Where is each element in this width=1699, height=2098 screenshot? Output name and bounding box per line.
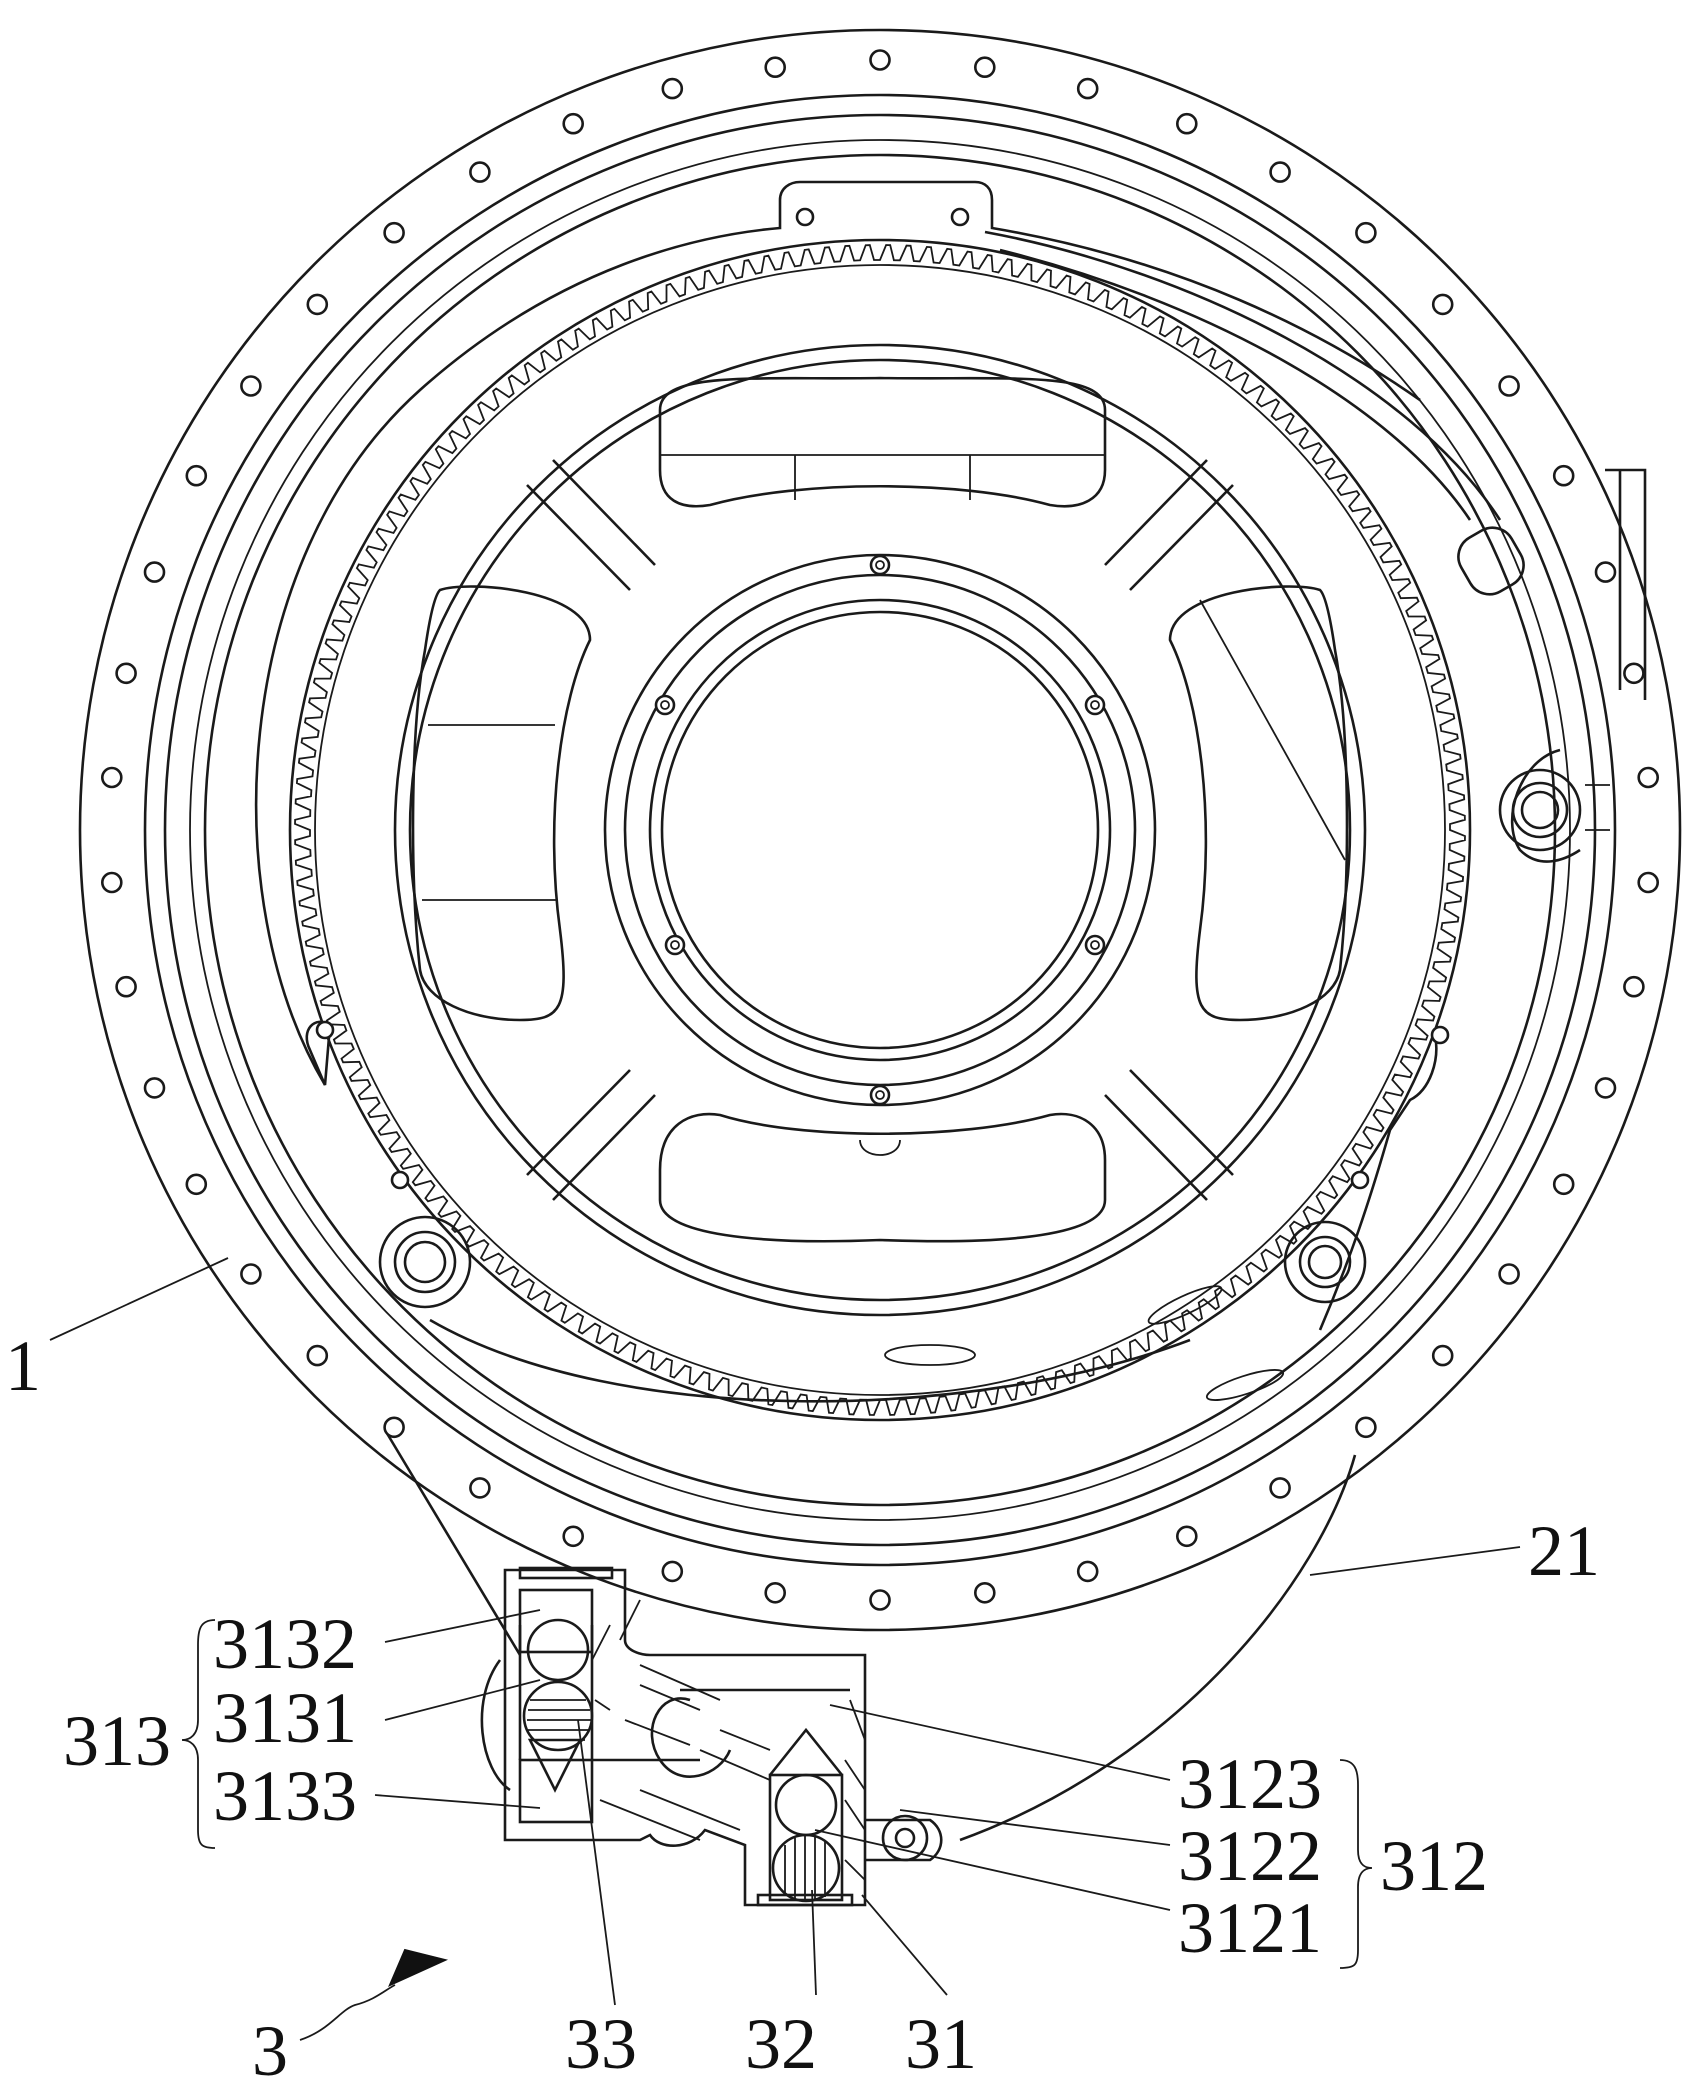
carrier-plate bbox=[254, 180, 1581, 1403]
bolt-hole bbox=[1498, 1263, 1520, 1285]
hub-spider bbox=[393, 343, 1367, 1317]
bolt-hole bbox=[1637, 766, 1659, 789]
label-3121: 3121 bbox=[1178, 1888, 1322, 1968]
bolt-hole bbox=[1269, 1477, 1291, 1499]
label-21: 21 bbox=[1528, 1511, 1600, 1591]
bolt-hole bbox=[306, 1344, 329, 1367]
label-32: 32 bbox=[745, 2004, 817, 2084]
mounting-bosses bbox=[378, 768, 1582, 1309]
bolt-hole bbox=[469, 161, 491, 183]
label-3122: 3122 bbox=[1178, 1816, 1322, 1896]
bolt-hole bbox=[383, 1416, 405, 1439]
bolt-hole bbox=[1594, 561, 1617, 583]
bolt-hole bbox=[869, 49, 891, 71]
bolt-hole bbox=[1176, 112, 1198, 135]
bolt-hole bbox=[1594, 1077, 1617, 1099]
gear-marks bbox=[884, 1285, 1285, 1401]
side-bracket bbox=[1585, 468, 1647, 831]
bolt-hole bbox=[1355, 1416, 1377, 1439]
hatched-ball-32 bbox=[784, 1836, 826, 1900]
bolt-hole bbox=[185, 1173, 208, 1196]
bolt-hole bbox=[1431, 293, 1454, 316]
bolt-hole bbox=[1269, 161, 1291, 183]
outer-flange bbox=[78, 28, 1682, 1632]
bolt-hole bbox=[143, 1077, 166, 1099]
label-3133: 3133 bbox=[213, 1756, 357, 1836]
bolt-hole bbox=[661, 77, 684, 100]
label-3123: 3123 bbox=[1178, 1744, 1322, 1824]
bolt-hole bbox=[764, 1582, 787, 1604]
bolt-hole bbox=[306, 293, 329, 316]
bolt-hole bbox=[185, 464, 208, 487]
leader-lines bbox=[49, 1257, 1521, 2041]
bolt-hole bbox=[1355, 221, 1377, 244]
bolt-hole bbox=[101, 871, 123, 894]
bolt-hole bbox=[240, 1263, 262, 1285]
outer-shell bbox=[383, 1429, 1357, 1842]
label-3: 3 bbox=[252, 2011, 288, 2091]
label-1: 1 bbox=[5, 1326, 41, 1406]
label-312: 312 bbox=[1380, 1826, 1488, 1906]
bolt-hole-ring bbox=[101, 49, 1659, 1611]
bolt-hole bbox=[1431, 1344, 1454, 1367]
bolt-hole bbox=[973, 56, 996, 78]
label-313: 313 bbox=[63, 1701, 171, 1781]
bolt-hole bbox=[764, 56, 787, 78]
bolt-hole bbox=[1076, 77, 1099, 100]
bolt-hole bbox=[143, 561, 166, 583]
label-31: 31 bbox=[905, 2004, 977, 2084]
bolt-hole bbox=[562, 1525, 585, 1548]
bolt-hole bbox=[1176, 1525, 1198, 1548]
labels: 1 21 3132 3131 313 3133 3123 3122 312 31… bbox=[5, 1326, 1600, 2091]
label-3132: 3132 bbox=[213, 1604, 357, 1684]
valve-assembly bbox=[480, 1566, 943, 1907]
curved-slot bbox=[984, 230, 1525, 596]
bolt-hole bbox=[383, 221, 405, 244]
bolt-hole bbox=[115, 975, 137, 998]
bolt-hole bbox=[101, 766, 123, 789]
bolt-hole bbox=[562, 112, 585, 135]
bolt-hole bbox=[1498, 375, 1520, 397]
bolt-hole bbox=[1076, 1560, 1099, 1583]
label-3131: 3131 bbox=[213, 1678, 357, 1758]
bolt-hole bbox=[240, 375, 262, 397]
bolt-hole bbox=[973, 1582, 996, 1604]
label-33: 33 bbox=[565, 2004, 637, 2084]
bolt-hole bbox=[1552, 1173, 1575, 1196]
windows bbox=[411, 376, 1349, 1243]
bolt-hole bbox=[1623, 662, 1645, 685]
bolt-hole bbox=[1637, 871, 1659, 894]
screw-holes bbox=[315, 207, 1450, 1190]
bolt-hole bbox=[469, 1477, 491, 1499]
bolt-hole bbox=[661, 1560, 684, 1583]
bolt-hole bbox=[1623, 975, 1645, 998]
bolt-hole bbox=[869, 1589, 891, 1611]
hatched-ball-33 bbox=[527, 1699, 591, 1741]
gear-teeth bbox=[294, 244, 1466, 1416]
bolt-hole bbox=[115, 662, 137, 685]
bolt-hole bbox=[1552, 464, 1575, 487]
